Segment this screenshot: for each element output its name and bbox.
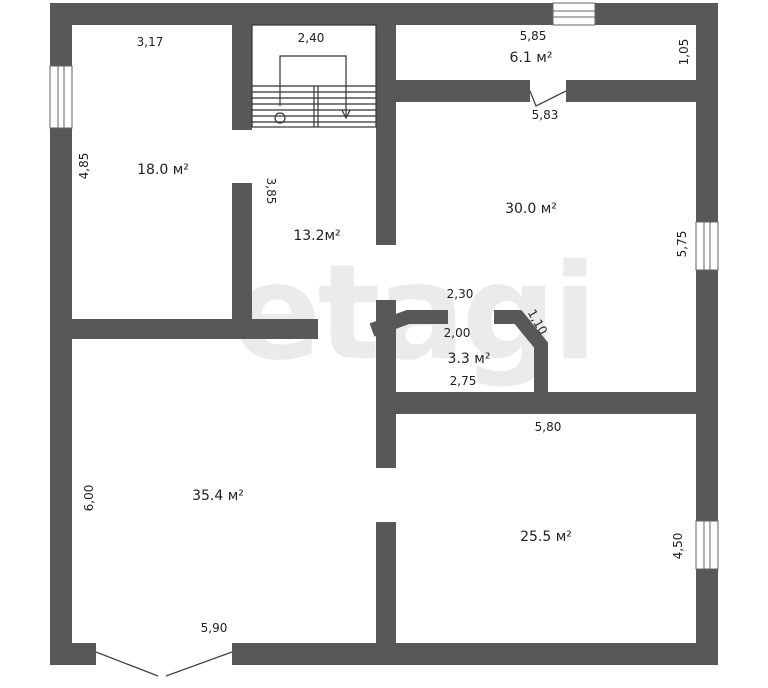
window-right-lower [695, 520, 719, 570]
window-top [552, 2, 596, 26]
dim-bottom-right-height: 4,50 [671, 533, 685, 560]
dim-bottom-left-height: 6,00 [82, 485, 96, 512]
dim-stair-width: 2,40 [298, 31, 325, 45]
walls [50, 3, 718, 665]
stair-steps [252, 85, 376, 127]
stair-arrow [341, 109, 351, 120]
wall-center-vertical [376, 300, 396, 468]
dim-small-room-top: 2,30 [447, 287, 474, 301]
staircase [251, 24, 377, 128]
wall-small-room-top-left [369, 310, 448, 337]
window-right-upper [695, 221, 719, 271]
wall-bottom-right-top [376, 392, 696, 414]
dim-bottom-right-width: 5,80 [535, 420, 562, 434]
outer-wall-top [50, 3, 718, 25]
dim-right-room-height: 5,75 [675, 231, 689, 258]
room-top-left-area: 18.0 м² [137, 162, 189, 178]
room-center-right-area: 30.0 м² [505, 201, 557, 217]
dim-small-room-bottom: 2,75 [450, 374, 477, 388]
dim-left-height: 4,85 [77, 153, 91, 180]
window-left [49, 65, 73, 129]
dim-hall-height: 3,85 [264, 178, 278, 205]
dim-bottom-left-width: 5,90 [201, 621, 228, 635]
doors [95, 90, 567, 677]
outer-wall-right [696, 3, 718, 665]
room-bottom-right-area: 25.5 м² [520, 529, 572, 545]
outer-wall-left [50, 3, 72, 665]
outer-wall-bottom-left [50, 643, 96, 665]
dim-right-room-top: 5,83 [532, 108, 559, 122]
wall-small-room [369, 310, 548, 393]
wall-stair-left [232, 25, 252, 130]
dim-top-left-width: 3,17 [137, 35, 164, 49]
wall-left-horizontal [72, 319, 318, 339]
dim-top-right-width: 5,85 [520, 29, 547, 43]
wall-small-room-bottom-right [566, 80, 696, 102]
wall-hall-left [232, 183, 252, 337]
door-entry-right [165, 651, 233, 677]
hall-area: 13.2м² [293, 228, 340, 244]
outer-wall-bottom-right [232, 643, 718, 665]
windows [49, 2, 719, 570]
door-entry-left [95, 651, 159, 677]
stair-start-marker [274, 112, 286, 124]
room-bottom-left-area: 35.4 м² [192, 488, 244, 504]
wall-bottom-center [376, 522, 396, 665]
dim-top-right-height: 1,05 [677, 39, 691, 66]
room-small-center-area: 3.3 м² [448, 351, 491, 367]
door-small-room [529, 90, 567, 107]
room-top-right-small-area: 6.1 м² [510, 50, 553, 66]
wall-small-room-bottom-left [396, 80, 530, 102]
wall-stair-right [376, 25, 396, 245]
dim-small-room-inner: 2,00 [444, 326, 471, 340]
wall-small-room-top-right [494, 310, 548, 393]
